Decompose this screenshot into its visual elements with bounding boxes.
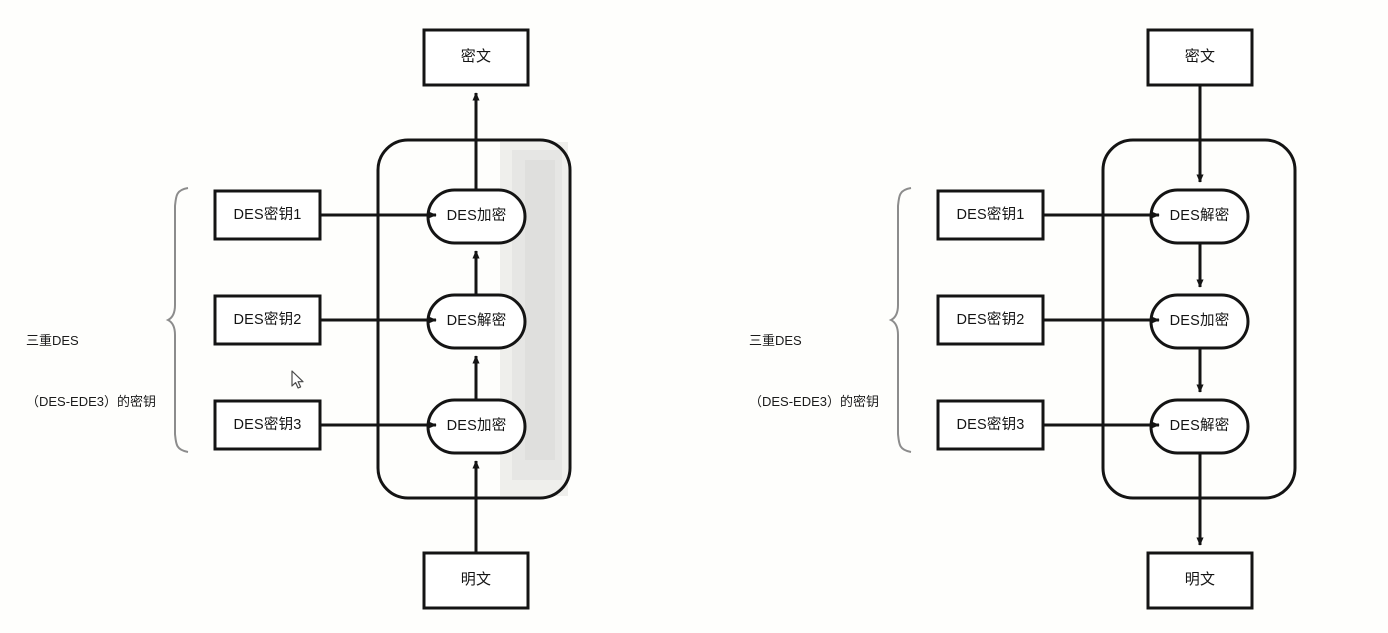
right-key-group-caption: 三重DES （DES-EDE3）的密钥 — [749, 291, 894, 452]
right-stage-box-2[interactable] — [1151, 295, 1248, 348]
right-ciphertext-box[interactable] — [1148, 30, 1252, 85]
left-key-group-caption-line2: （DES-EDE3）的密钥 — [26, 393, 157, 409]
left-key-box-2[interactable] — [215, 296, 320, 344]
right-key-box-2[interactable] — [938, 296, 1043, 344]
left-key-group-caption-line1: 三重DES — [26, 333, 79, 349]
right-stage-box-3[interactable] — [1151, 400, 1248, 453]
right-key-box-3[interactable] — [938, 401, 1043, 449]
left-ciphertext-box[interactable] — [424, 30, 528, 85]
right-diagram-geometry — [888, 28, 1297, 610]
left-stage-box-3[interactable] — [428, 400, 525, 453]
left-stage-box-2[interactable] — [428, 295, 525, 348]
right-key-group-caption-line2: （DES-EDE3）的密钥 — [749, 393, 880, 409]
left-stage-box-1[interactable] — [428, 190, 525, 243]
right-key-group-caption-line1: 三重DES — [749, 333, 802, 349]
left-diagram-geometry — [165, 28, 572, 610]
right-stage-box-1[interactable] — [1151, 190, 1248, 243]
left-key-group-caption: 三重DES （DES-EDE3）的密钥 — [26, 291, 171, 452]
left-plaintext-box[interactable] — [424, 553, 528, 608]
left-key-box-1[interactable] — [215, 191, 320, 239]
right-plaintext-box[interactable] — [1148, 553, 1252, 608]
right-key-box-1[interactable] — [938, 191, 1043, 239]
left-key-box-3[interactable] — [215, 401, 320, 449]
